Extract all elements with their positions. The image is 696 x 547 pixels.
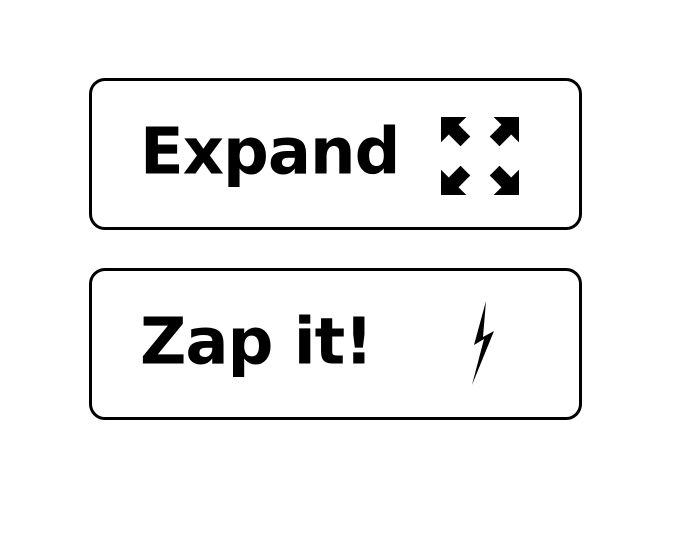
zap-button-label: Zap it!: [140, 305, 373, 380]
expand-button[interactable]: Expand: [89, 78, 582, 230]
expand-arrows-icon: [441, 117, 519, 195]
zap-button[interactable]: Zap it!: [89, 268, 582, 420]
lightning-bolt-icon: [472, 301, 494, 385]
expand-button-label: Expand: [140, 115, 400, 190]
